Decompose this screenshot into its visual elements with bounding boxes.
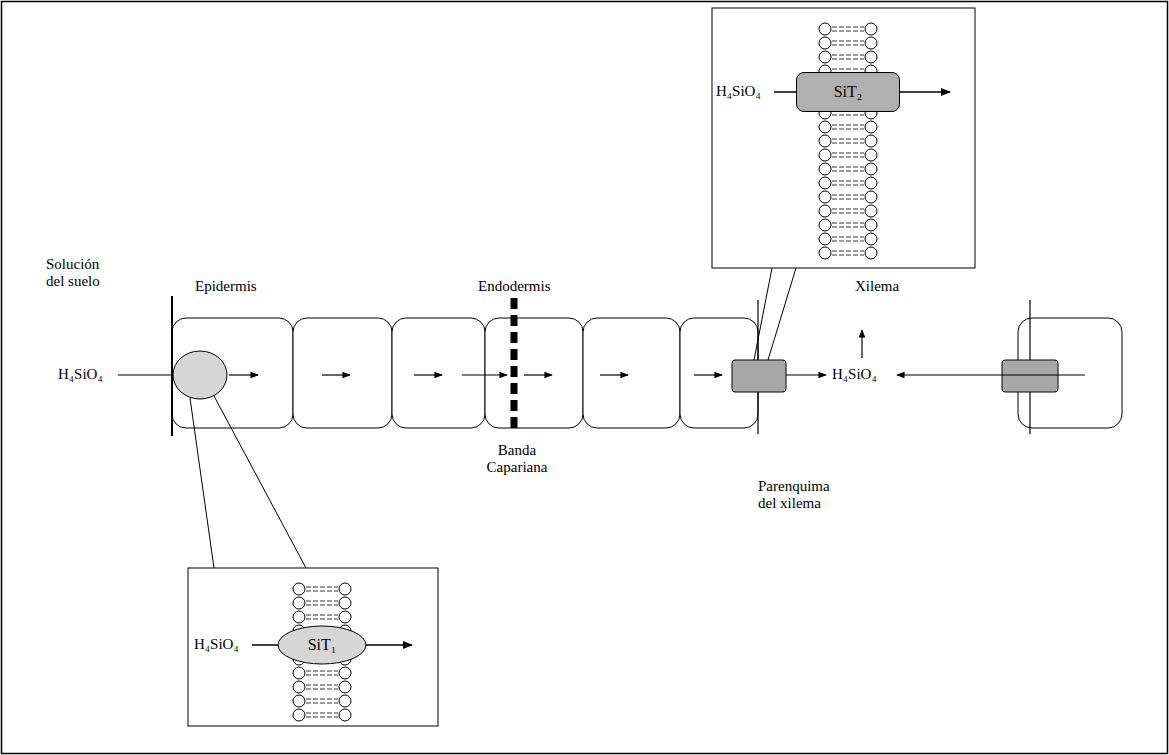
- chemical-label: H₄SiO₄: [716, 83, 761, 100]
- inset-box: [188, 568, 438, 726]
- inset-box: [712, 8, 975, 268]
- region-label: Epidermis: [195, 278, 257, 295]
- lipid-bilayer: [818, 22, 878, 260]
- flux-arrow: [414, 374, 442, 375]
- flux-line: [118, 374, 174, 375]
- flux-arrow: [462, 374, 507, 375]
- epidermis-membrane: [171, 296, 173, 436]
- chemical-label: H₄SiO₄: [58, 366, 103, 383]
- flux-arrow: [524, 374, 552, 375]
- flux-arrow: [229, 374, 258, 375]
- flux-arrow: [786, 374, 826, 375]
- casparian-band: [511, 298, 518, 434]
- ellipse-shape: [278, 626, 366, 664]
- leader-line: [754, 268, 772, 360]
- flux-line: [252, 644, 278, 646]
- region-label: Endodermis: [478, 278, 551, 295]
- chemical-label: H₄SiO₄: [832, 366, 877, 383]
- xylem-flow-arrow: [861, 330, 862, 358]
- root-cell: [392, 318, 485, 428]
- region-label: Solución del suelo: [46, 256, 114, 291]
- leader-line: [214, 396, 306, 568]
- root-cell: [293, 318, 392, 428]
- region-label: Parenquima del xilema: [758, 478, 850, 513]
- chemical-label: H₄SiO₄: [194, 636, 239, 653]
- leader-line: [190, 398, 214, 568]
- flux-arrow: [897, 374, 1085, 375]
- flux-arrow: [366, 644, 412, 646]
- root-cell: [583, 318, 680, 428]
- transporter-name: SiT₁: [308, 635, 337, 654]
- flux-arrow: [899, 91, 950, 93]
- flux-arrow: [694, 374, 722, 375]
- transporter-symbol: [1002, 360, 1058, 392]
- root-cell: [485, 318, 583, 428]
- leader-line: [768, 268, 796, 360]
- transporter-symbol: [173, 351, 227, 399]
- root-cell: [172, 318, 293, 428]
- transporter-name: SiT₂: [834, 82, 863, 101]
- region-label: Xilema: [855, 278, 899, 295]
- transporter-ellipse: SiT₁: [277, 625, 367, 665]
- region-label: Banda Capariana: [474, 442, 560, 477]
- transporter-symbol: [732, 360, 786, 392]
- transporter-box: SiT₂: [796, 72, 900, 112]
- flux-arrow: [600, 374, 628, 375]
- flux-line: [774, 91, 797, 93]
- flux-arrow: [322, 374, 350, 375]
